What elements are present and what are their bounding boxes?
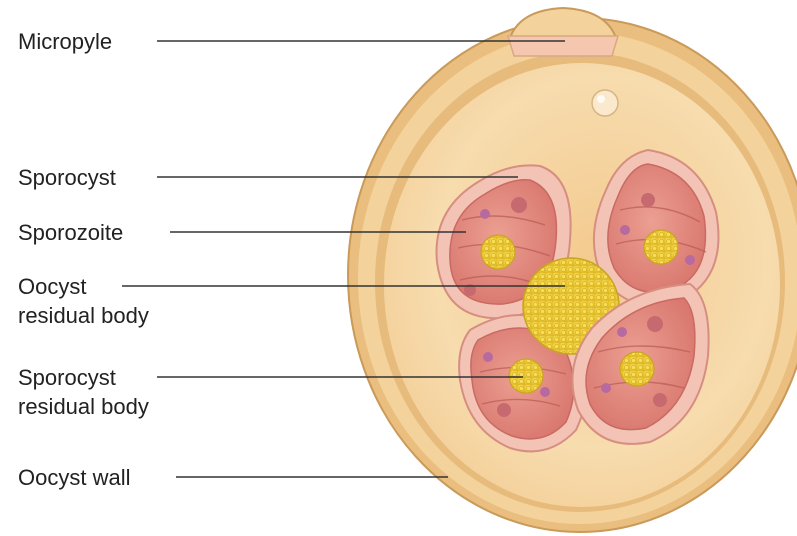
bubble [592, 90, 618, 116]
label-sporocyst-residual-body-line1: Sporocyst [18, 363, 149, 392]
label-oocyst-wall: Oocyst wall [18, 463, 130, 492]
label-oocyst-residual-body-line2: residual body [18, 301, 149, 330]
sporocyst-residual-body-2 [644, 230, 678, 264]
label-sporocyst: Sporocyst [18, 163, 116, 192]
sporocyst-residual-body-1 [481, 235, 515, 269]
label-micropyle: Micropyle [18, 27, 112, 56]
sporocyst-residual-body-3 [509, 359, 543, 393]
sporocyst-residual-body-4 [620, 352, 654, 386]
label-sporocyst-text: Sporocyst [18, 163, 116, 192]
micropyle [508, 8, 618, 56]
label-sporocyst-residual-body: Sporocyst residual body [18, 363, 149, 421]
label-oocyst-wall-text: Oocyst wall [18, 463, 130, 492]
label-oocyst-residual-body-line1: Oocyst [18, 272, 149, 301]
label-sporocyst-residual-body-line2: residual body [18, 392, 149, 421]
label-sporozoite-text: Sporozoite [18, 218, 123, 247]
label-sporozoite: Sporozoite [18, 218, 123, 247]
label-oocyst-residual-body: Oocyst residual body [18, 272, 149, 330]
label-micropyle-text: Micropyle [18, 27, 112, 56]
